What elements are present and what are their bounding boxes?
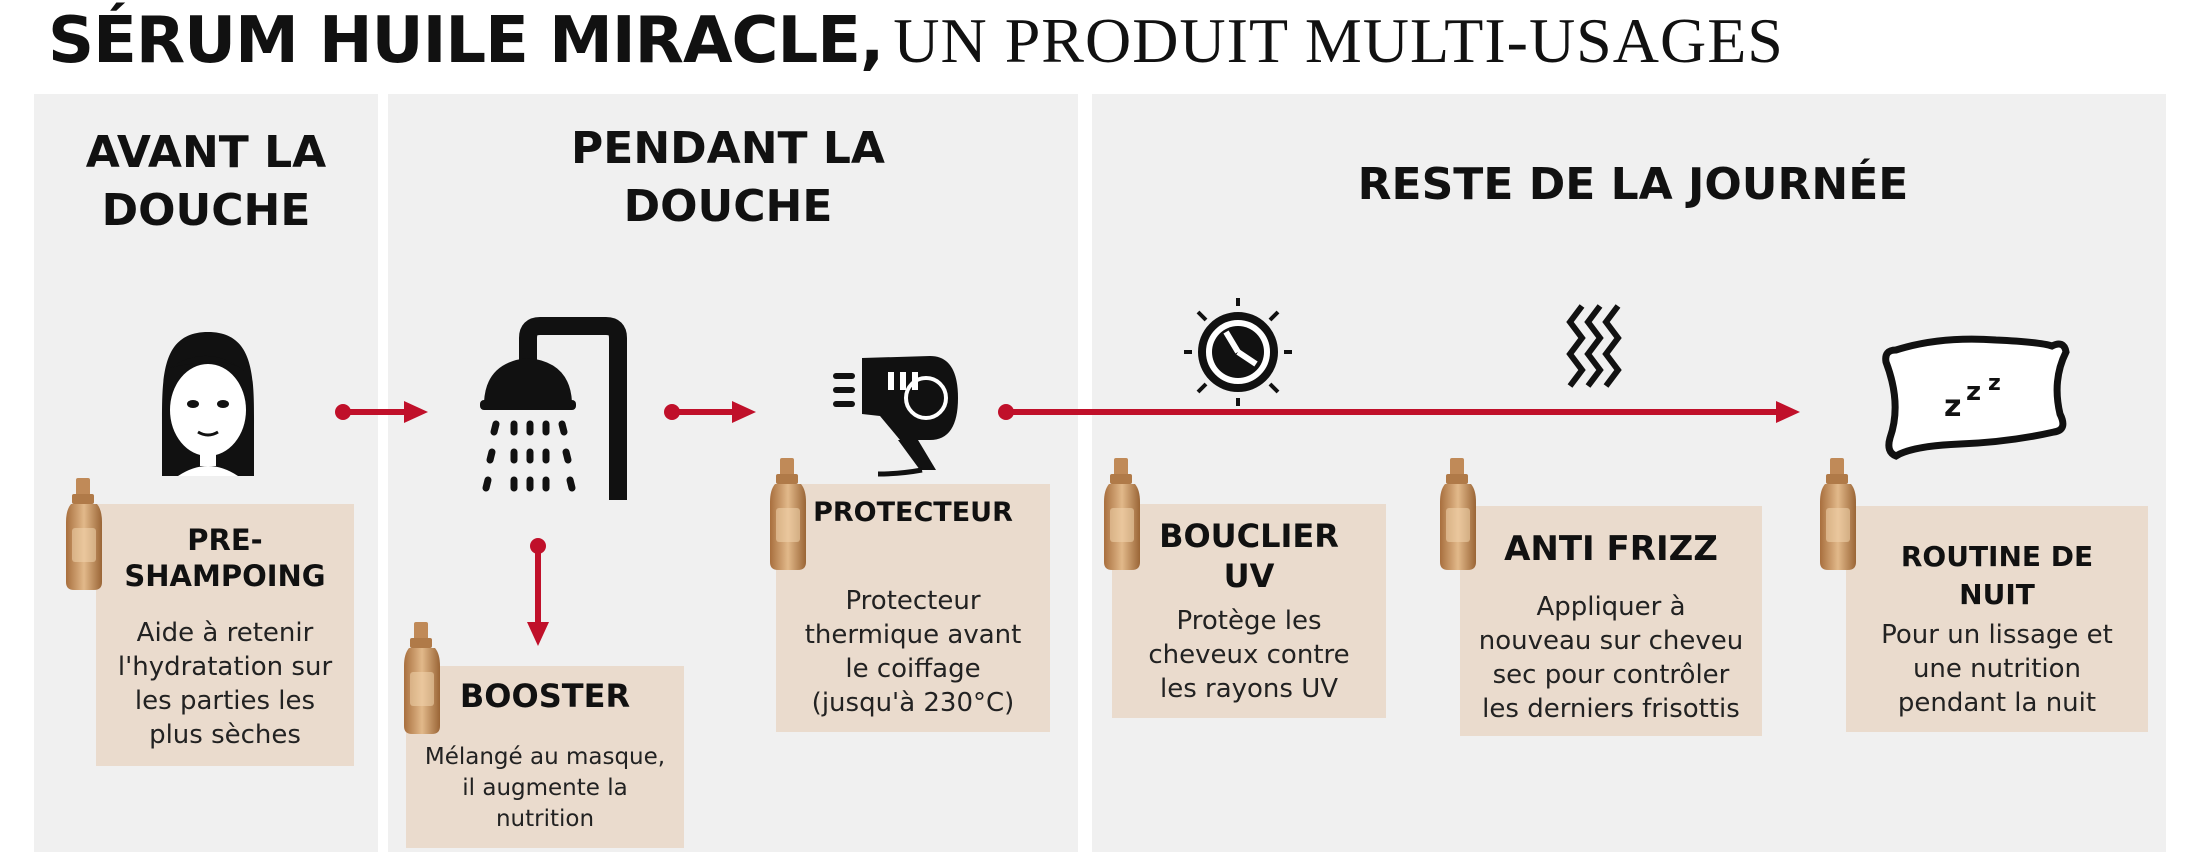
desc-line: plus sèches bbox=[149, 720, 301, 750]
desc-line: Protecteur bbox=[845, 586, 981, 616]
serum-bottle-icon bbox=[1104, 458, 1140, 570]
title-bold: SÉRUM HUILE MIRACLE, bbox=[48, 4, 884, 78]
step-card-protecteur: PROTECTEUR Protecteur thermique avant le… bbox=[776, 484, 1050, 732]
step-title-line: NUIT bbox=[1959, 578, 2035, 611]
desc-line: nouveau sur cheveu bbox=[1478, 626, 1744, 656]
step-description: Protège les cheveux contre les rayons UV bbox=[1112, 604, 1386, 706]
panel-heading-line: AVANT LA bbox=[85, 127, 327, 178]
desc-line: les parties les bbox=[134, 686, 316, 716]
desc-line: les rayons UV bbox=[1159, 674, 1339, 704]
sleeping-pillow-icon: z z z bbox=[1882, 335, 2070, 460]
desc-line: pendant la nuit bbox=[1897, 688, 2097, 718]
desc-line: (jusqu'à 230°C) bbox=[811, 688, 1015, 718]
serum-bottle-icon bbox=[1820, 458, 1856, 570]
desc-line: sec pour contrôler bbox=[1492, 660, 1730, 690]
serum-bottle-icon bbox=[770, 458, 806, 570]
panel-heading-line: DOUCHE bbox=[623, 181, 833, 232]
step-title: BOOSTER bbox=[459, 677, 631, 715]
desc-line: l'hydratation sur bbox=[117, 652, 333, 682]
step-title-line: SHAMPOING bbox=[124, 559, 326, 593]
step-card-pre-shampoing: PRE- SHAMPOING Aide à retenir l'hydratat… bbox=[96, 504, 354, 766]
shower-icon bbox=[480, 317, 627, 500]
step-description: Appliquer à nouveau sur cheveu sec pour … bbox=[1460, 590, 1762, 726]
panel-heading: AVANT LA DOUCHE bbox=[34, 124, 378, 240]
title-light: UN PRODUIT MULTI-USAGES bbox=[893, 5, 1784, 76]
desc-line: une nutrition bbox=[1912, 654, 2082, 684]
step-description: Protecteur thermique avant le coiffage (… bbox=[776, 584, 1050, 720]
step-description: Aide à retenir l'hydratation sur les par… bbox=[96, 616, 354, 752]
step-card-routine-nuit: ROUTINE DE NUIT Pour un lissage et une n… bbox=[1846, 506, 2148, 732]
desc-line: nutrition bbox=[495, 806, 595, 832]
panel-heading: PENDANT LA DOUCHE bbox=[388, 120, 1068, 236]
woman-face-icon bbox=[161, 332, 255, 476]
step-title-line: ROUTINE DE bbox=[1900, 540, 2094, 573]
heat-waves-icon bbox=[1566, 304, 1622, 388]
step-title: BOUCLIER UV bbox=[1112, 516, 1386, 596]
desc-line: il augmente la bbox=[462, 775, 628, 801]
desc-line: Mélangé au masque, bbox=[424, 744, 666, 770]
step-title: ANTI FRIZZ bbox=[1504, 529, 1718, 569]
panel-heading-line: PENDANT LA bbox=[571, 123, 885, 174]
step-title: PRE- SHAMPOING bbox=[96, 522, 354, 594]
serum-bottle-icon bbox=[66, 478, 102, 590]
panel-heading-line: DOUCHE bbox=[101, 185, 311, 236]
step-card-anti-frizz: ANTI FRIZZ Appliquer à nouveau sur cheve… bbox=[1460, 506, 1762, 736]
desc-line: le coiffage bbox=[845, 654, 981, 684]
step-card-booster: BOOSTER Mélangé au masque, il augmente l… bbox=[406, 666, 684, 848]
desc-line: Aide à retenir bbox=[136, 618, 314, 648]
step-title: ROUTINE DE NUIT bbox=[1846, 538, 2148, 614]
sun-timer-icon bbox=[1184, 298, 1292, 406]
flow-arrow bbox=[335, 401, 428, 423]
step-title-line: BOUCLIER bbox=[1159, 517, 1339, 555]
step-description: Pour un lissage et une nutrition pendant… bbox=[1846, 618, 2148, 720]
serum-bottle-icon bbox=[404, 622, 440, 734]
step-title-line: UV bbox=[1223, 557, 1275, 595]
desc-line: Protège les bbox=[1176, 606, 1322, 636]
step-card-bouclier-uv: BOUCLIER UV Protège les cheveux contre l… bbox=[1112, 504, 1386, 718]
step-title-line: PRE- bbox=[187, 523, 263, 557]
svg-text:z: z bbox=[1988, 371, 2001, 396]
svg-text:z: z bbox=[1966, 377, 1981, 407]
desc-line: les derniers frisottis bbox=[1482, 694, 1740, 724]
desc-line: cheveux contre bbox=[1148, 640, 1350, 670]
step-description: Mélangé au masque, il augmente la nutrit… bbox=[406, 742, 684, 835]
desc-line: Appliquer à bbox=[1536, 592, 1686, 622]
flow-arrow bbox=[998, 401, 1800, 423]
page-title: SÉRUM HUILE MIRACLE,UN PRODUIT MULTI-USA… bbox=[48, 4, 1784, 90]
desc-line: Pour un lissage et bbox=[1881, 620, 2113, 650]
hair-dryer-icon bbox=[833, 356, 958, 477]
serum-bottle-icon bbox=[1440, 458, 1476, 570]
panel-heading: RESTE DE LA JOURNÉE bbox=[1357, 159, 1909, 210]
desc-line: thermique avant bbox=[804, 620, 1022, 650]
svg-text:z: z bbox=[1944, 389, 1961, 424]
step-title: PROTECTEUR bbox=[813, 497, 1013, 528]
flow-arrow bbox=[664, 401, 756, 423]
flow-arrow-down bbox=[527, 538, 549, 646]
